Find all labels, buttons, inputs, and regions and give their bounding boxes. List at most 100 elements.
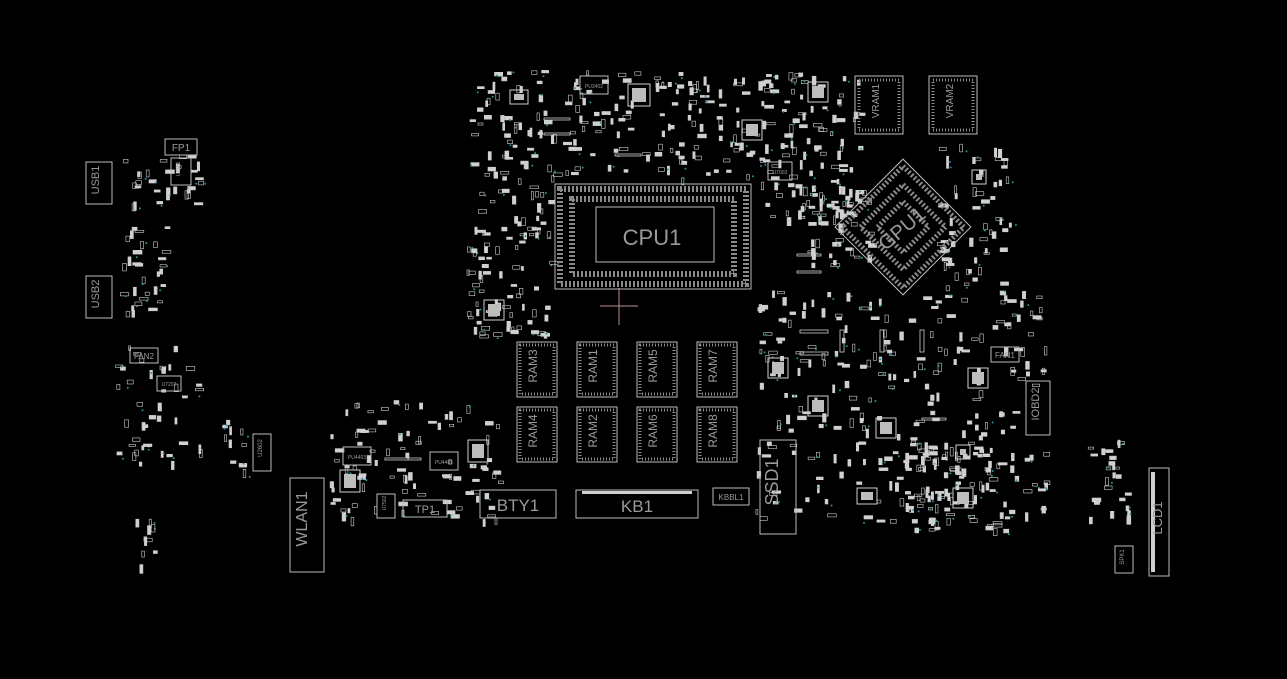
passive-component	[835, 238, 844, 243]
passive-component	[1029, 454, 1034, 461]
passive-component	[770, 89, 780, 94]
u7202-label: U7202	[162, 382, 177, 388]
via	[1107, 466, 1110, 469]
passive-component	[944, 507, 951, 512]
passive-component	[936, 242, 945, 246]
via	[345, 515, 348, 517]
ram3-footprint[interactable]: RAM3	[516, 341, 558, 398]
passive-component	[133, 286, 137, 297]
usb1-connector[interactable]: USB1	[85, 161, 113, 205]
u7502-ic[interactable]: U7502	[376, 493, 396, 519]
passive-component	[544, 314, 549, 322]
ic-package	[627, 83, 651, 107]
passive-component	[330, 502, 336, 505]
ram2-footprint[interactable]: RAM2	[576, 406, 618, 463]
passive-component	[1012, 411, 1021, 414]
kbbl1-connector[interactable]: KBBL1	[712, 487, 750, 506]
iobd2-label: IOBD2	[1030, 387, 1042, 420]
passive-component	[477, 209, 487, 214]
fp1-connector[interactable]: FP1	[164, 138, 198, 156]
via	[473, 288, 476, 291]
passive-component	[705, 100, 715, 104]
passive-component	[120, 292, 130, 297]
passive-component	[887, 349, 893, 354]
passive-component	[774, 74, 779, 80]
vram2-footprint[interactable]: VRAM2	[928, 75, 978, 135]
via	[859, 147, 862, 150]
kb1-connector[interactable]: KB1	[575, 489, 699, 519]
passive-component	[1112, 472, 1116, 479]
ram1-footprint[interactable]: RAM1	[576, 341, 618, 398]
lcd1-connector[interactable]: LCD1	[1148, 467, 1170, 577]
via	[982, 204, 985, 207]
capacitor-bar	[921, 417, 947, 421]
passive-component	[982, 453, 991, 457]
via	[470, 164, 472, 167]
passive-component	[859, 364, 867, 369]
via	[802, 215, 805, 218]
pu4405-ic[interactable]: PU4405	[429, 451, 459, 471]
passive-component	[1126, 517, 1132, 525]
ram8-footprint[interactable]: RAM8	[696, 406, 738, 463]
via	[793, 82, 796, 85]
u7202-ic[interactable]: U7202	[156, 375, 182, 392]
passive-component	[947, 257, 953, 266]
passive-component	[226, 419, 231, 426]
passive-component	[1009, 509, 1016, 515]
passive-component	[755, 509, 759, 515]
passive-component	[920, 456, 925, 466]
pu4403-ic[interactable]: PU4403	[342, 446, 372, 466]
passive-component	[736, 107, 740, 113]
passive-component	[537, 131, 543, 135]
ram6-footprint[interactable]: RAM6	[636, 406, 678, 463]
pu3402-ic[interactable]: PU3402	[579, 75, 609, 95]
cpu1-footprint[interactable]: CPU1	[554, 183, 752, 290]
passive-component	[354, 403, 359, 409]
passive-component	[739, 142, 744, 151]
u2602-ic[interactable]: U2602	[252, 433, 272, 472]
spk1-connector[interactable]: SPK1	[1114, 545, 1134, 574]
passive-component	[592, 121, 601, 126]
passive-component	[1020, 300, 1024, 308]
passive-component	[504, 133, 511, 138]
ram5-footprint[interactable]: RAM5	[636, 341, 678, 398]
passive-component	[132, 452, 137, 461]
via	[813, 177, 816, 180]
passive-component	[788, 319, 792, 328]
tp1-connector[interactable]: TP1	[402, 499, 448, 518]
passive-component	[191, 169, 198, 173]
via	[469, 406, 471, 408]
passive-component	[1036, 316, 1043, 321]
wlan1-footprint[interactable]: WLAN1	[289, 477, 325, 573]
passive-component	[688, 81, 693, 87]
ram4-footprint[interactable]: RAM4	[516, 406, 558, 463]
passive-component	[1087, 446, 1094, 450]
passive-component	[769, 83, 774, 88]
u7301-ic[interactable]: U7301	[170, 157, 192, 186]
passive-component	[911, 440, 916, 444]
passive-component	[780, 144, 789, 148]
fan1-connector[interactable]: FAN1	[990, 346, 1020, 363]
passive-component	[156, 415, 162, 422]
usb2-connector[interactable]: USB2	[85, 275, 113, 319]
passive-component	[150, 524, 156, 533]
passive-component	[442, 475, 452, 479]
ram7-footprint[interactable]: RAM7	[696, 341, 738, 398]
via	[361, 477, 364, 480]
fan2-connector[interactable]: FAN2	[129, 347, 159, 364]
ssd1-footprint[interactable]: SSD1	[759, 439, 797, 535]
passive-component	[501, 305, 511, 309]
passive-component	[131, 203, 136, 212]
passive-component	[521, 217, 526, 227]
bty1-connector[interactable]: BTY1	[479, 489, 557, 519]
vram1-footprint[interactable]: VRAM1	[854, 75, 904, 135]
passive-component	[468, 270, 476, 275]
u7002-ic[interactable]: U7002	[767, 161, 793, 181]
passive-component	[601, 111, 611, 115]
passive-component	[924, 383, 930, 390]
iobd2-connector[interactable]: IOBD2	[1025, 380, 1051, 436]
passive-component	[741, 91, 751, 95]
passive-component	[944, 442, 949, 450]
passive-component	[837, 362, 845, 366]
passive-component	[976, 367, 981, 373]
